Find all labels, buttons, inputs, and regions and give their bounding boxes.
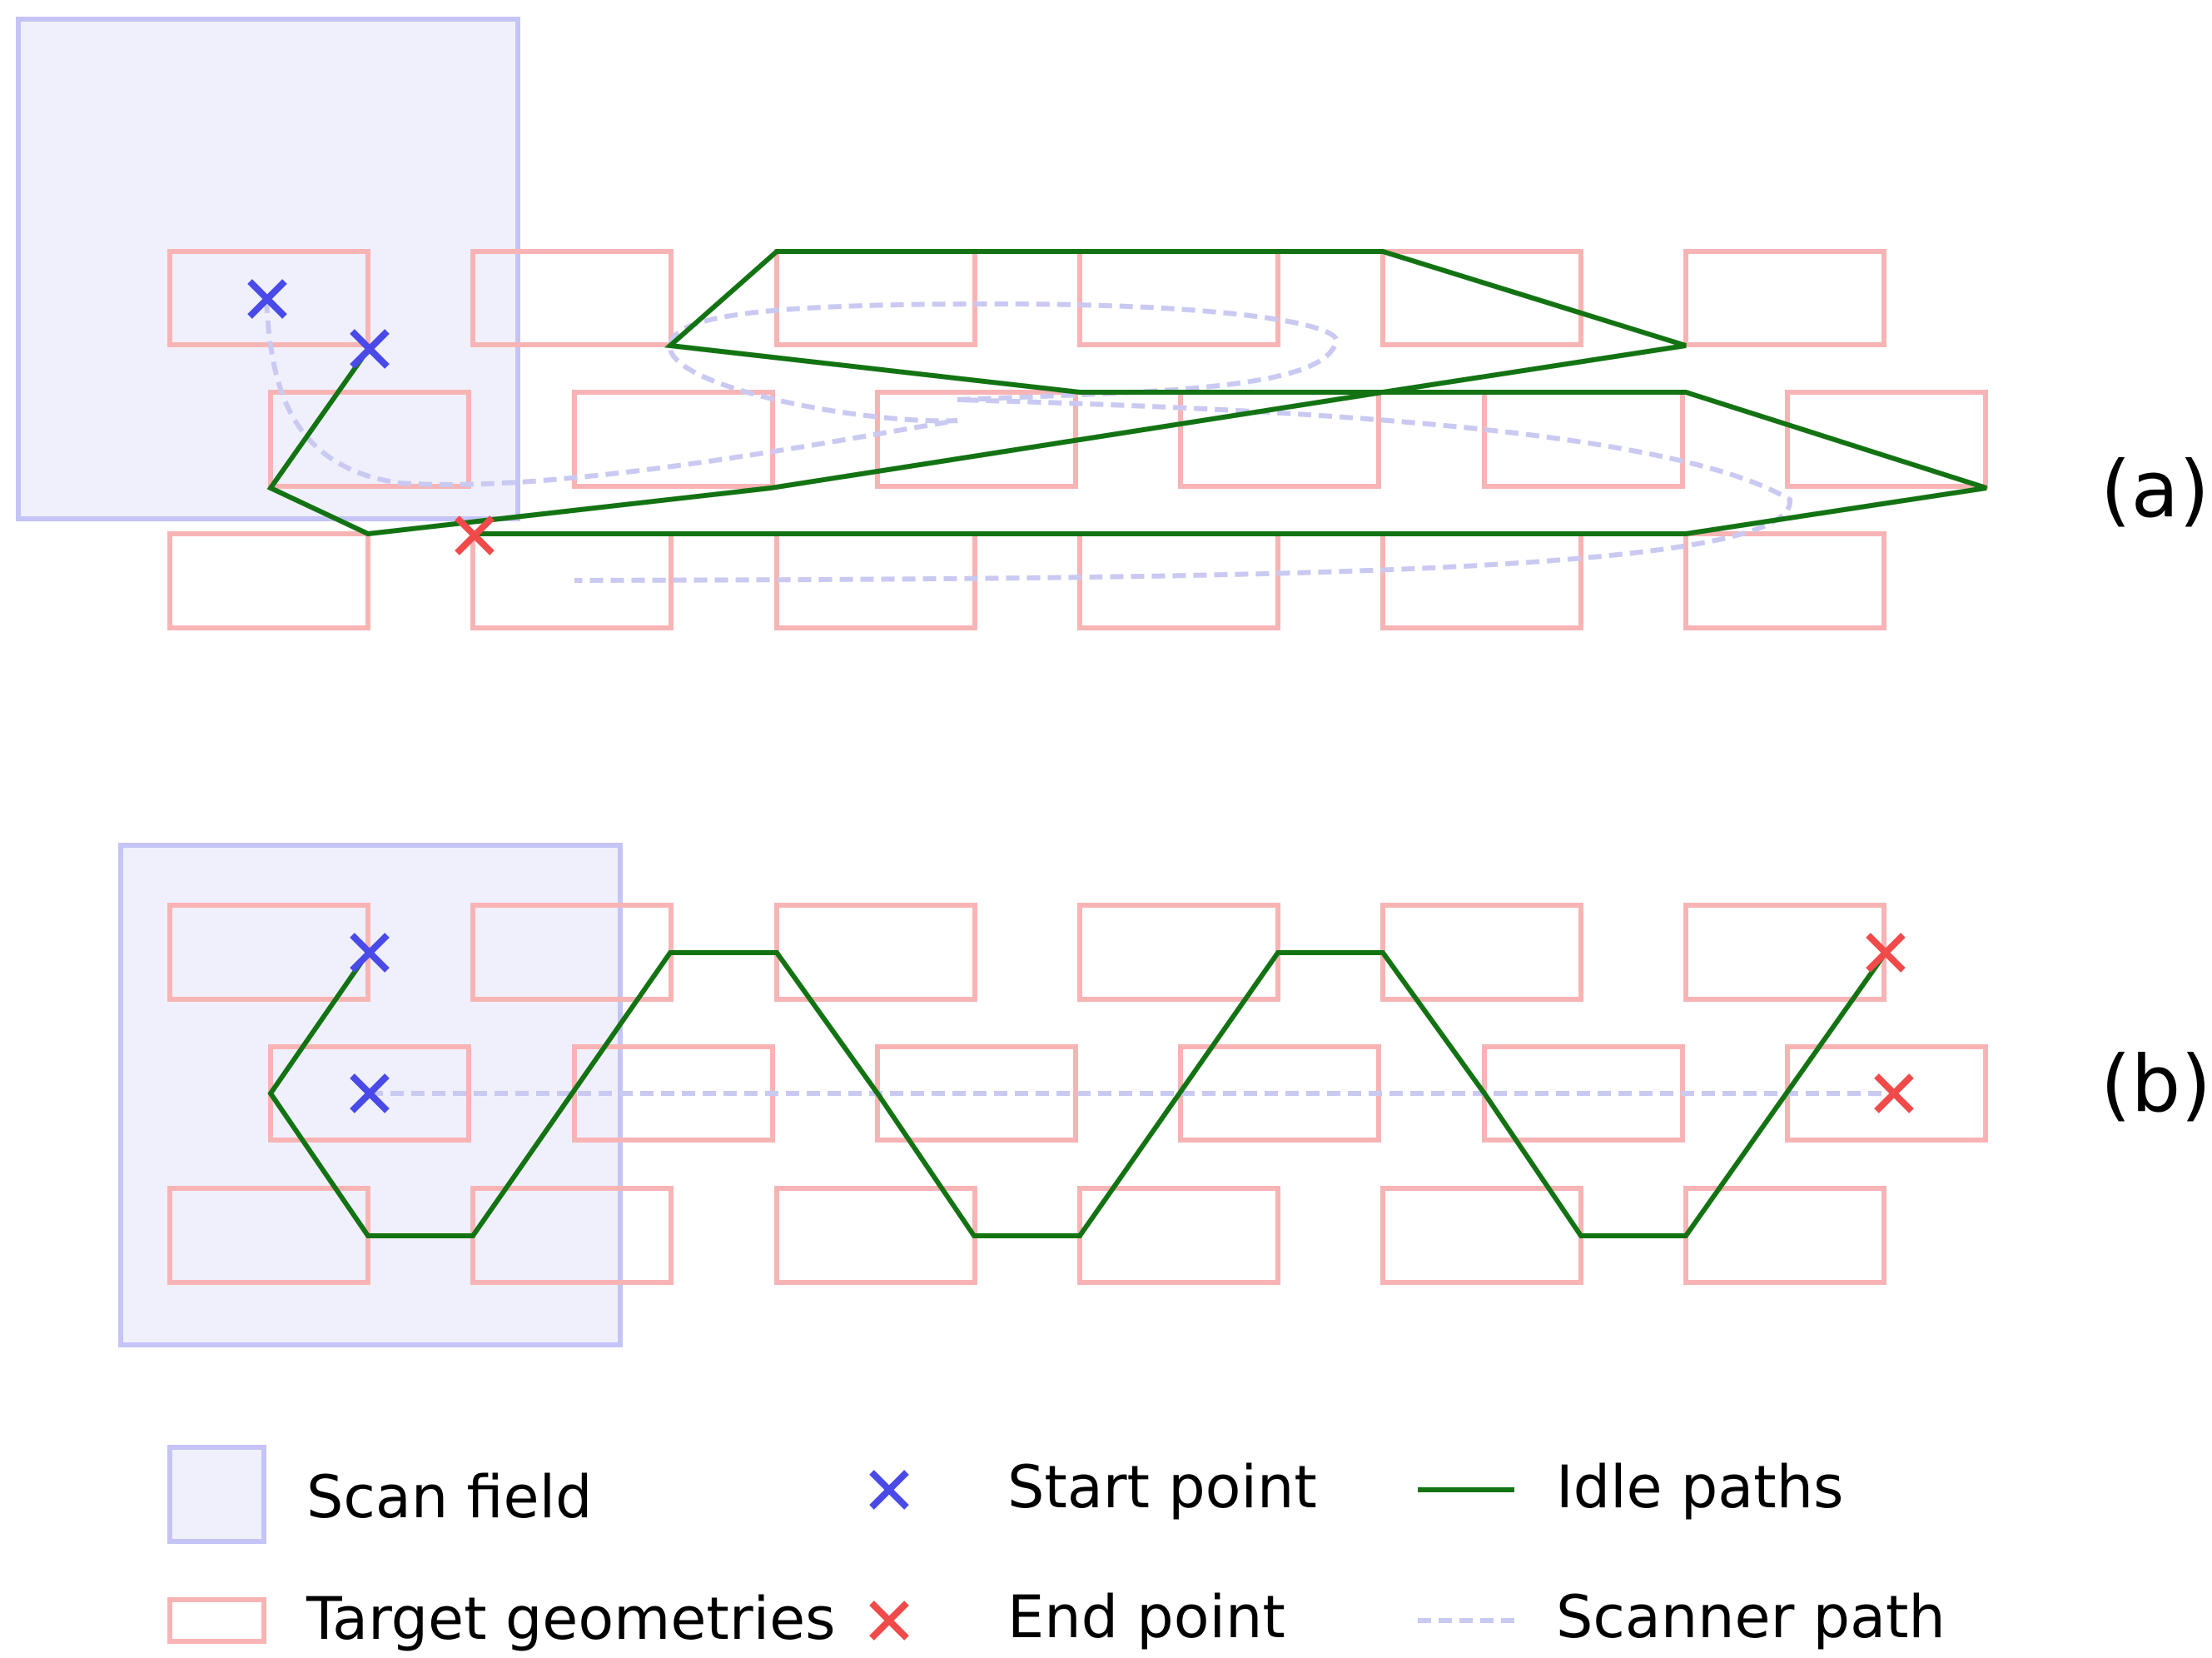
target-geometry [774,1186,977,1285]
target-geometry [1380,531,1583,630]
target-geometry [268,390,471,489]
start-point-marker [247,279,287,319]
panel-b: (b) [118,843,2211,1347]
target-geometry [167,531,370,630]
panel-label-b: (b) [2100,1039,2211,1130]
end-point-marker [1874,1073,1914,1113]
target-geometry [1683,1186,1886,1285]
target-geometry [1683,531,1886,630]
scan-field-swatch [167,1445,266,1544]
legend-scanner-path-label: Scanner path [1556,1583,1946,1651]
target-geometry [1077,249,1280,347]
legend-start-point-label: Start point [1007,1453,1317,1521]
idle-path-b [267,950,1888,1238]
panel-a: (a) [16,17,2210,630]
target-geometry [1785,390,1988,489]
target-geometry [572,390,775,489]
legend-target-geometries-label: Target geometries [306,1585,836,1653]
target-geometry [1683,249,1886,347]
target-geometry-swatch [167,1597,266,1644]
target-geometry [774,249,977,347]
target-geometry [470,249,674,347]
legend: Scan field Target geometries Start point… [167,1445,1946,1653]
end-point-marker [455,515,495,555]
start-point-legend-icon [869,1470,909,1510]
end-point-legend-icon [869,1601,909,1641]
legend-end-point-label: End point [1007,1583,1285,1651]
target-geometry [1077,903,1280,1002]
target-geometry [1077,531,1280,630]
target-geometry [1380,249,1583,347]
end-point-marker [1866,933,1906,973]
target-geometry [1380,1186,1583,1285]
target-geometry [1380,903,1583,1002]
target-geometry [1077,1186,1280,1285]
start-point-marker [350,1073,390,1113]
target-geometry [1482,390,1685,489]
idle-path-a [266,249,1987,537]
target-geometry [1683,903,1886,1002]
legend-scan-field-label: Scan field [306,1463,592,1531]
legend-idle-paths-label: Idle paths [1556,1453,1843,1521]
target-geometry [774,903,977,1002]
panel-label-a: (a) [2100,445,2210,535]
start-point-marker [350,329,390,369]
target-geometry [875,390,1078,489]
targets-a [167,249,1988,630]
start-point-marker [350,933,390,973]
